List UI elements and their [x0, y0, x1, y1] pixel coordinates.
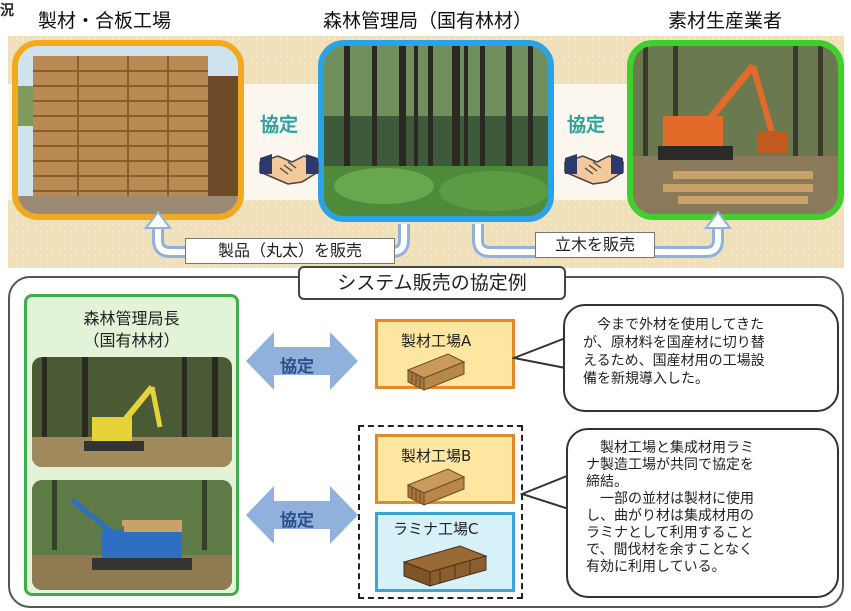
agreement-left-label: 協定	[260, 114, 299, 136]
joint-agreement-group	[358, 425, 523, 599]
note-line: えるため、国産材用の工場設	[583, 353, 765, 369]
sell-products-label: 製品（丸太）を販売	[185, 238, 395, 264]
handshake-icon	[564, 154, 624, 185]
panel-title-line2: （国有林材）	[83, 331, 180, 350]
note-bubble-1: 今まで外材を使用してきた が、原材料を国産材に切り替 えるため、国産材用の工場設…	[563, 304, 839, 412]
panel-title-line1: 森林管理局長	[83, 309, 180, 328]
corner-fragment-text: 況	[0, 3, 14, 19]
lamina-c-label: ラミナ工場C	[393, 520, 479, 538]
forest-bureau-title: 森林管理局（国有林材）	[323, 10, 533, 32]
note-line: ナ製造工場が共同で協定を	[586, 457, 754, 473]
note-line: が、原材料を国産材に切り替	[583, 335, 765, 351]
note-line: で、間伐材を余すことなく	[586, 542, 754, 558]
sawmill-a-label: 製材工場A	[401, 332, 472, 350]
agreement-label-2: 協定	[280, 511, 314, 531]
section-title: システム販売の協定例	[298, 266, 566, 300]
agreement-label-1: 協定	[280, 357, 314, 377]
panel-title: 森林管理局長 （国有林材）	[24, 308, 239, 352]
forest-photo	[318, 40, 554, 222]
note-line: し、曲がり材は集成材用の	[586, 508, 754, 524]
double-arrow-icon	[244, 330, 360, 392]
note-line: 今まで外材を使用してきた	[583, 317, 765, 333]
note-line: 一部の並材は製材に使用	[586, 491, 754, 507]
excavator-photo	[32, 357, 232, 467]
note-line: 締結。	[586, 474, 628, 490]
log-producer-title: 素材生産業者	[668, 10, 783, 32]
sawmill-b-label: 製材工場B	[401, 447, 472, 465]
lumber-stack-icon	[406, 353, 466, 391]
note-line: 有効に利用している。	[586, 559, 726, 575]
sawmill-plywood-title: 製材・合板工場	[38, 10, 172, 32]
lumber-stack-icon	[406, 468, 466, 506]
harvester-photo	[627, 40, 844, 220]
double-arrow-icon	[244, 484, 360, 546]
note-line: 備を新規導入した。	[583, 371, 709, 387]
lumber-yard-photo	[12, 40, 244, 220]
forwarder-photo	[32, 480, 232, 590]
handshake-icon	[259, 154, 319, 185]
note-bubble-2: 製材工場と集成材用ラミ ナ製造工場が共同で協定を 締結。 一部の並材は製材に使用…	[566, 428, 839, 598]
agreement-right-label: 協定	[567, 114, 606, 136]
lumber-stack-icon	[402, 545, 488, 587]
note-line: ラミナとして利用すること	[586, 525, 754, 541]
note-line: 製材工場と集成材用ラミ	[586, 440, 754, 456]
sell-standing-timber-label: 立木を販売	[535, 232, 655, 258]
